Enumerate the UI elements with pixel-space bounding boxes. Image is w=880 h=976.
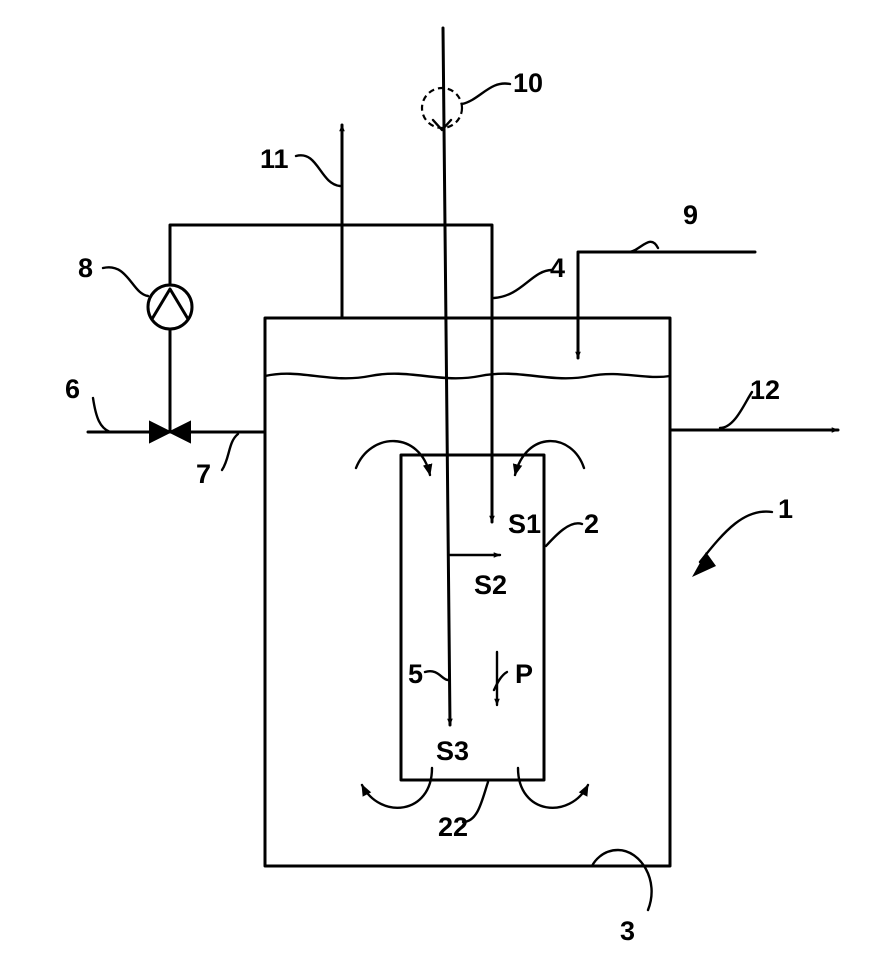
tank: [263, 316, 672, 868]
label-s2: S2: [474, 570, 507, 600]
draft-tube: [399, 453, 546, 782]
label-7: 7: [196, 459, 211, 489]
label-10: 10: [513, 68, 543, 98]
valve: [149, 420, 191, 444]
circulation-arrow-top-right: [512, 439, 586, 477]
label-11: 11: [260, 144, 289, 174]
label-s1: S1: [508, 509, 541, 539]
circulation-arrow-bottom-left: [360, 766, 434, 809]
line-5: [441, 26, 453, 727]
label-6: 6: [65, 374, 80, 404]
label-12: 12: [750, 375, 780, 405]
leader-tank: [698, 510, 774, 564]
label-5: 5: [408, 659, 423, 689]
label-9: 9: [683, 200, 698, 230]
line-9: [575, 250, 757, 360]
circulation-arrow-bottom-right: [516, 766, 590, 809]
liquid-surface: [263, 372, 672, 380]
label-2: 2: [584, 509, 599, 539]
label-p: P: [515, 659, 533, 689]
label-22: 22: [438, 812, 468, 842]
label-3: 3: [620, 916, 635, 946]
element-10: [420, 86, 464, 130]
pump: [146, 283, 194, 331]
label-4: 4: [550, 253, 565, 283]
label-8: 8: [78, 253, 93, 283]
label-1: 1: [778, 494, 793, 524]
line-4: [168, 223, 495, 524]
label-s3: S3: [436, 736, 469, 766]
circulation-arrow-top-left: [354, 439, 433, 477]
